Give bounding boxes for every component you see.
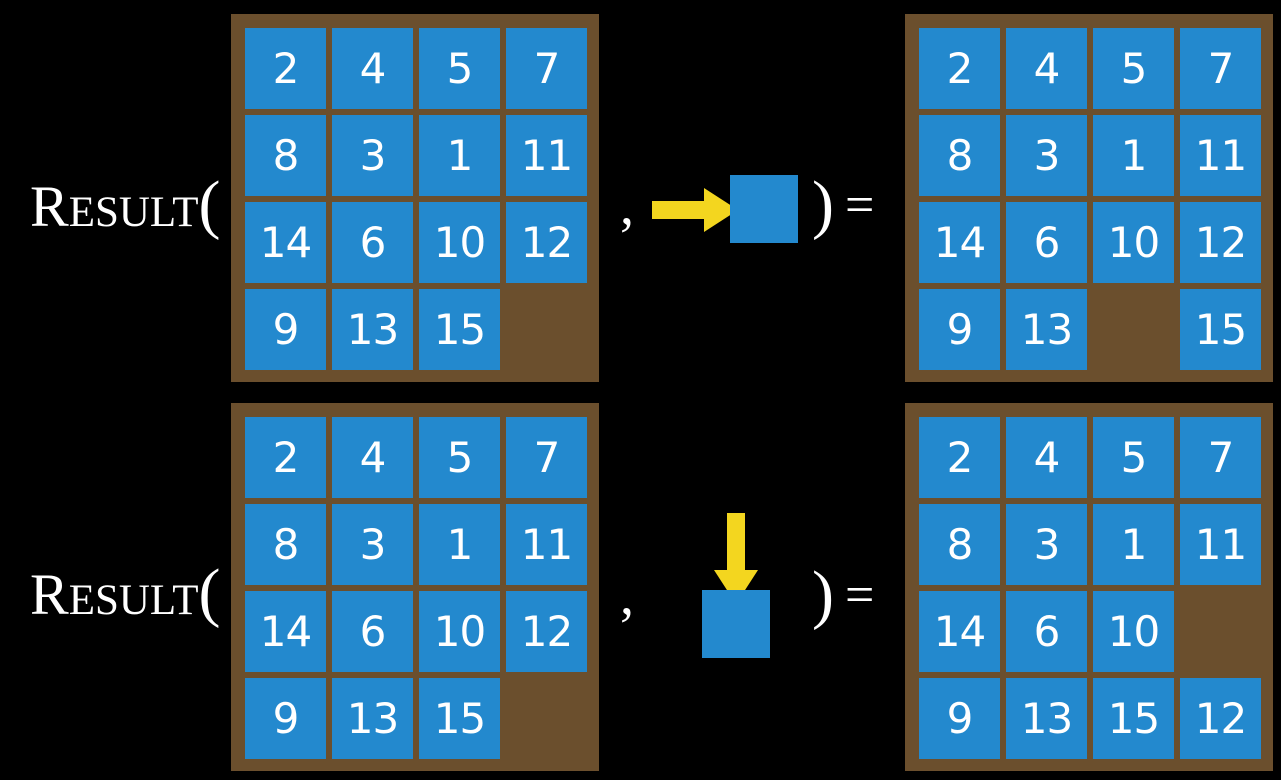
tile[interactable]: 9: [245, 289, 326, 370]
tile[interactable]: 5: [419, 28, 500, 109]
result-label-open-paren: (: [198, 168, 221, 241]
tile[interactable]: 11: [506, 115, 587, 196]
tile[interactable]: 14: [919, 202, 1000, 283]
input-board-bottom-grid: 2 4 5 7 8 3 1 11 14 6 10 12 9 13 15: [245, 417, 587, 759]
tile[interactable]: 8: [919, 115, 1000, 196]
output-board-top-grid: 2 4 5 7 8 3 1 11 14 6 10 12 9 13 15: [919, 28, 1261, 370]
tile[interactable]: 14: [245, 202, 326, 283]
tile[interactable]: 10: [1093, 202, 1174, 283]
tile[interactable]: 5: [1093, 28, 1174, 109]
tile[interactable]: 15: [1093, 678, 1174, 759]
tile[interactable]: 9: [245, 678, 326, 759]
tile[interactable]: 6: [1006, 591, 1087, 672]
tile[interactable]: 11: [506, 504, 587, 585]
tile[interactable]: 2: [245, 28, 326, 109]
tile[interactable]: 6: [332, 591, 413, 672]
tile[interactable]: 1: [419, 504, 500, 585]
output-board-bottom-grid: 2 4 5 7 8 3 1 11 14 6 10 9 13 15 12: [919, 417, 1261, 759]
result-label-initial: R: [30, 562, 69, 627]
tile[interactable]: 9: [919, 678, 1000, 759]
result-label-top: RESULT(: [30, 172, 221, 238]
output-board-bottom: 2 4 5 7 8 3 1 11 14 6 10 9 13 15 12: [905, 403, 1273, 771]
tile[interactable]: 4: [332, 28, 413, 109]
separator-comma-bottom: ,: [620, 565, 634, 627]
tile[interactable]: 4: [1006, 28, 1087, 109]
arrow-right-icon: [652, 188, 738, 232]
tile[interactable]: 14: [919, 591, 1000, 672]
tile[interactable]: 12: [1180, 202, 1261, 283]
close-paren-top: ): [812, 168, 834, 241]
result-label-bottom: RESULT(: [30, 560, 221, 626]
tile[interactable]: 6: [332, 202, 413, 283]
tile-blank[interactable]: [1180, 591, 1261, 672]
tile[interactable]: 3: [1006, 115, 1087, 196]
tile[interactable]: 10: [419, 591, 500, 672]
operand-blank-tile-bottom[interactable]: [702, 590, 770, 658]
tile[interactable]: 8: [245, 115, 326, 196]
tile[interactable]: 7: [506, 28, 587, 109]
tile[interactable]: 1: [1093, 115, 1174, 196]
tile[interactable]: 3: [332, 115, 413, 196]
tile[interactable]: 7: [1180, 28, 1261, 109]
equals-sign-bottom: =: [845, 567, 875, 624]
tile[interactable]: 2: [245, 417, 326, 498]
tile[interactable]: 11: [1180, 504, 1261, 585]
result-label-initial: R: [30, 174, 69, 239]
tile[interactable]: 10: [419, 202, 500, 283]
separator-comma-top: ,: [620, 175, 634, 237]
tile[interactable]: 2: [919, 28, 1000, 109]
tile-blank[interactable]: [506, 289, 587, 370]
tile[interactable]: 4: [1006, 417, 1087, 498]
tile[interactable]: 2: [919, 417, 1000, 498]
tile[interactable]: 5: [1093, 417, 1174, 498]
tile[interactable]: 12: [506, 591, 587, 672]
tile[interactable]: 7: [506, 417, 587, 498]
tile[interactable]: 3: [1006, 504, 1087, 585]
result-label-open-paren: (: [198, 556, 221, 629]
tile[interactable]: 8: [245, 504, 326, 585]
tile[interactable]: 1: [419, 115, 500, 196]
tile[interactable]: 9: [919, 289, 1000, 370]
tile[interactable]: 13: [1006, 678, 1087, 759]
tile[interactable]: 12: [1180, 678, 1261, 759]
tile[interactable]: 5: [419, 417, 500, 498]
tile[interactable]: 11: [1180, 115, 1261, 196]
arrow-down-icon: [714, 513, 758, 604]
close-paren-bottom: ): [812, 558, 834, 631]
tile[interactable]: 6: [1006, 202, 1087, 283]
tile[interactable]: 15: [419, 289, 500, 370]
tile[interactable]: 1: [1093, 504, 1174, 585]
tile[interactable]: 7: [1180, 417, 1261, 498]
tile[interactable]: 8: [919, 504, 1000, 585]
input-board-top-grid: 2 4 5 7 8 3 1 11 14 6 10 12 9 13 15: [245, 28, 587, 370]
tile[interactable]: 4: [332, 417, 413, 498]
tile[interactable]: 13: [1006, 289, 1087, 370]
input-board-bottom: 2 4 5 7 8 3 1 11 14 6 10 12 9 13 15: [231, 403, 599, 771]
result-label-smallcaps: ESULT: [68, 577, 199, 624]
result-label-smallcaps: ESULT: [68, 189, 199, 236]
tile-blank[interactable]: [506, 678, 587, 759]
tile-blank[interactable]: [1093, 289, 1174, 370]
tile[interactable]: 3: [332, 504, 413, 585]
tile[interactable]: 10: [1093, 591, 1174, 672]
tile[interactable]: 13: [332, 678, 413, 759]
equals-sign-top: =: [845, 177, 875, 234]
tile[interactable]: 13: [332, 289, 413, 370]
tile[interactable]: 15: [1180, 289, 1261, 370]
tile[interactable]: 14: [245, 591, 326, 672]
input-board-top: 2 4 5 7 8 3 1 11 14 6 10 12 9 13 15: [231, 14, 599, 382]
tile[interactable]: 12: [506, 202, 587, 283]
output-board-top: 2 4 5 7 8 3 1 11 14 6 10 12 9 13 15: [905, 14, 1273, 382]
tile[interactable]: 15: [419, 678, 500, 759]
operand-blank-tile-top[interactable]: [730, 175, 798, 243]
